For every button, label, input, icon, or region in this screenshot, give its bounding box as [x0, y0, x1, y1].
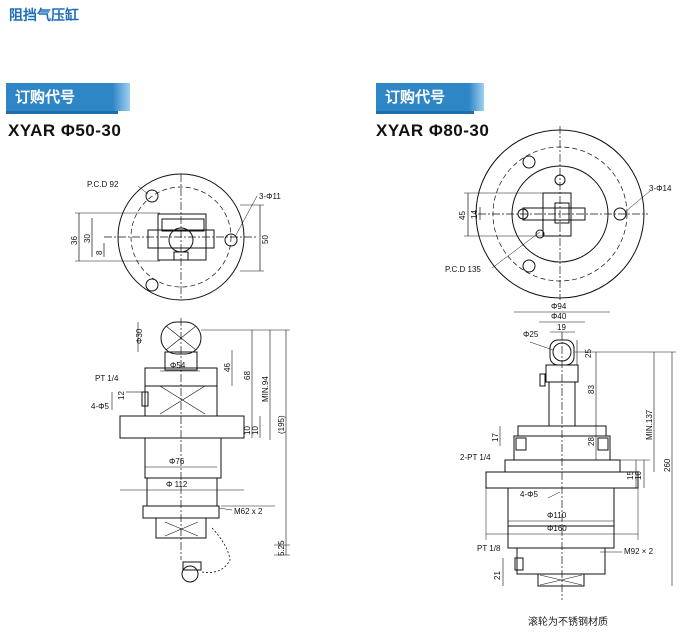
page-title: 阻挡气压缸 — [9, 8, 79, 24]
badge-underline-right — [376, 111, 474, 114]
left-dim-36: 36 — [70, 236, 79, 245]
right-dim-14: 14 — [470, 210, 479, 219]
left-dim-min94: MIN.94 — [261, 376, 270, 402]
material-footnote: 滚轮为不锈钢材质 — [528, 617, 608, 628]
right-dim-10: 10 — [634, 471, 643, 480]
left-dim-phi54: Φ54 — [170, 361, 186, 370]
right-dim-phi110: Φ110 — [547, 511, 567, 520]
badge-underline-left — [6, 111, 118, 114]
right-dim-phi94: Φ94 — [551, 302, 567, 311]
right-dim-phi25: Φ25 — [523, 330, 539, 339]
order-code-badge-right: 订购代号 — [376, 83, 484, 111]
right-dim-min137: MIN.137 — [645, 409, 654, 440]
right-dim-thread: M92 × 2 — [624, 547, 654, 556]
left-dim-50: 50 — [261, 235, 270, 244]
left-dim-thread: M62 x 2 — [234, 507, 263, 516]
right-holes-label: 3-Φ14 — [649, 184, 672, 193]
left-dim-4phi5: 4-Φ5 — [91, 402, 109, 411]
left-dim-195: (195) — [277, 415, 286, 434]
left-dim-30: 30 — [83, 234, 92, 243]
left-pcd-label: P.C.D 92 — [87, 180, 119, 189]
right-dim-phi40: Φ40 — [551, 312, 567, 321]
left-dim-525: 5.25 — [277, 540, 286, 556]
right-dim-260: 260 — [663, 458, 672, 472]
left-dim-12: 12 — [117, 391, 126, 400]
left-dim-phi76: Φ76 — [169, 457, 185, 466]
model-code-left: XYAR Φ50-30 — [8, 121, 122, 140]
right-dim-2pt14: 2-PT 1/4 — [460, 453, 491, 462]
right-dim-21: 21 — [493, 571, 502, 580]
left-dim-46: 46 — [223, 363, 232, 372]
left-dim-10a: 10 — [243, 426, 252, 435]
order-code-badge-left: 订购代号 — [6, 83, 130, 111]
right-dim-15: 15 — [626, 471, 635, 480]
left-dim-phi30: Φ30 — [135, 328, 144, 344]
model-code-right: XYAR Φ80-30 — [376, 121, 490, 140]
right-pcd-label: P.C.D 135 — [445, 265, 481, 274]
right-side-view — [485, 311, 676, 600]
right-dim-17: 17 — [491, 433, 500, 442]
right-top-view — [464, 126, 651, 300]
right-dim-28: 28 — [587, 437, 596, 446]
left-holes-label: 3-Φ11 — [259, 192, 281, 201]
left-top-view — [75, 173, 264, 301]
right-dim-pt18: PT 1/8 — [477, 544, 501, 553]
right-dim-83: 83 — [587, 385, 596, 394]
right-dim-19: 19 — [557, 323, 566, 332]
left-dim-8: 8 — [95, 250, 104, 255]
left-dim-phi112: Φ 112 — [166, 480, 188, 489]
right-dim-phi160: Φ160 — [547, 524, 567, 533]
left-dim-68: 68 — [243, 371, 252, 380]
right-dim-25: 25 — [584, 349, 593, 358]
right-dim-4phi5: 4-Φ5 — [520, 490, 538, 499]
left-dim-10b: 10 — [251, 426, 260, 435]
right-dim-45: 45 — [458, 211, 467, 220]
left-dim-pt14: PT 1/4 — [95, 374, 119, 383]
left-side-view — [111, 318, 290, 583]
